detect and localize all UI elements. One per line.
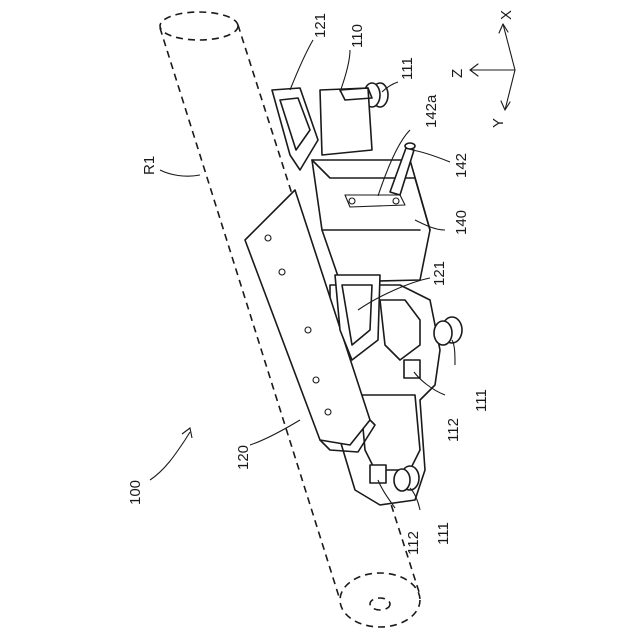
- roller-112-mid: [404, 360, 420, 378]
- leader-110: [340, 50, 350, 92]
- bracket-121-top: [272, 88, 318, 170]
- axis-label-z: Z: [449, 69, 466, 78]
- axis-indicator: [470, 24, 515, 110]
- x-axis-arrow: [503, 24, 515, 70]
- module-140: [312, 160, 430, 282]
- label-111-top: 111: [399, 57, 416, 80]
- leader-121-top: [290, 40, 313, 90]
- wheel-111-right-inner: [434, 321, 452, 345]
- rail-top-end: [160, 12, 238, 40]
- label-142: 142: [453, 153, 470, 178]
- y-arrowhead: [501, 101, 510, 110]
- y-axis-arrow: [505, 70, 515, 110]
- axis-label-y: Y: [490, 118, 507, 128]
- rail-bottom-core: [370, 598, 390, 610]
- label-111-bottom: 111: [435, 522, 452, 545]
- label-100: 100: [127, 480, 144, 505]
- label-112-mid: 112: [445, 418, 462, 442]
- label-111-right: 111: [473, 389, 490, 412]
- drive-unit-110: [320, 88, 372, 155]
- label-110: 110: [349, 24, 366, 48]
- leader-142: [412, 150, 450, 162]
- bracket-top-body: [272, 88, 318, 170]
- label-142a: 142a: [423, 94, 440, 128]
- x-arrowhead: [499, 24, 508, 33]
- leader-r1: [160, 170, 200, 176]
- label-r1: R1: [141, 156, 158, 175]
- label-121-top: 121: [312, 13, 329, 38]
- label-140: 140: [453, 210, 470, 235]
- axis-label-x: X: [498, 10, 515, 20]
- label-112-bottom: 112: [405, 531, 422, 555]
- rail-bottom-end: [340, 573, 420, 627]
- wheel-111-bottom-inner: [394, 469, 410, 491]
- label-120: 120: [235, 445, 252, 470]
- leader-120: [250, 420, 300, 445]
- lever-tip: [405, 143, 415, 149]
- label-121-mid: 121: [431, 261, 448, 286]
- leader-100: [150, 432, 190, 480]
